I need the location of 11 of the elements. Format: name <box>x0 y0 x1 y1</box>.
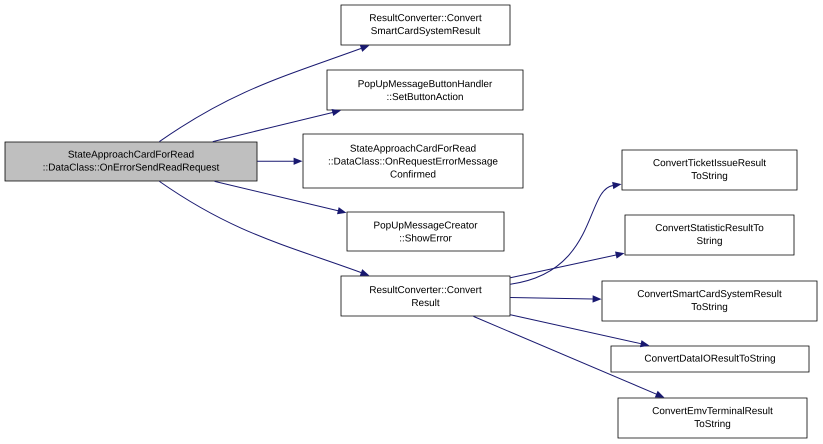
function-box: PopUpMessageCreator ::ShowError <box>346 212 504 252</box>
function-box: ResultConverter::Convert Result <box>340 276 510 316</box>
function-box: PopUpMessageButtonHandler ::SetButtonAction <box>326 70 524 110</box>
function-box: StateApproachCardForRead ::DataClass::OnRequestErrorMessage Confirmed <box>302 134 524 188</box>
function-box: ConvertSmartCardSystemResult ToString <box>602 280 818 322</box>
function-box: ConvertEmvTerminalResult ToString <box>618 398 808 438</box>
function-box: ResultConverter::Convert SmartCardSystemResult <box>340 4 510 46</box>
function-box: ConvertTicketIssueResult ToString <box>622 150 798 190</box>
function-box: StateApproachCardForRead ::DataClass::OnErrorSendReadRequest <box>4 142 258 182</box>
function-box: ConvertDataIOResultToString <box>610 346 810 372</box>
function-box: ConvertStatisticResultTo String <box>624 214 794 256</box>
